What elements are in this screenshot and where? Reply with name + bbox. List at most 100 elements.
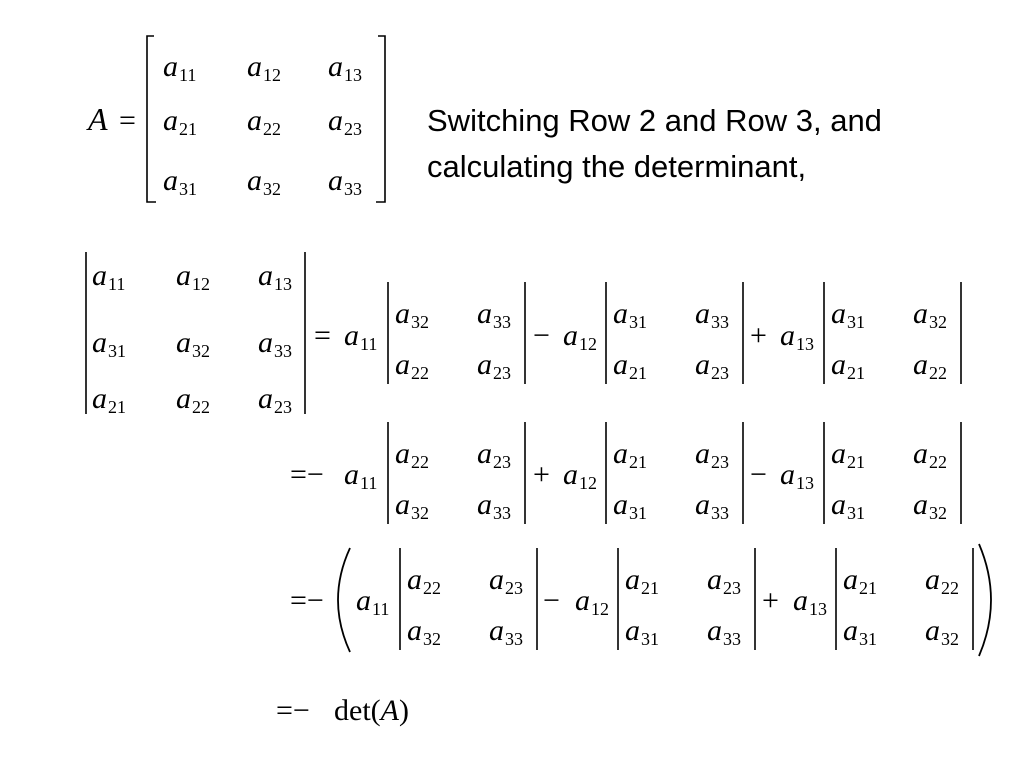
swapped-det-r3c3-var: a (258, 382, 273, 415)
line3-open-paren (337, 547, 351, 653)
swapped-det-r1c2-var: a (176, 259, 191, 292)
matrix-a-name: A (86, 101, 108, 137)
matrix-a-r1c3-sub: 13 (344, 65, 362, 85)
swapped-det-r2c2-sub: 32 (192, 341, 210, 361)
line1-minor1-r1c1-var: a (395, 297, 410, 330)
matrix-a-right-bracket (376, 35, 386, 203)
line3-minor1-r2c1-sub: 32 (423, 629, 441, 649)
line1-minor3-r2c2-var: a (913, 348, 928, 381)
line3-minor2-r2c2-sub: 33 (723, 629, 741, 649)
line2-term2-sign: + (533, 458, 550, 491)
line3-minor3-r2c1-sub: 31 (859, 629, 877, 649)
line2-minor1-r1c2-sub: 23 (493, 452, 511, 472)
line2-minor2-r2c2-sub: 33 (711, 503, 729, 523)
swapped-det-r2c1-sub: 31 (108, 341, 126, 361)
line3-term3-sign: + (762, 584, 779, 617)
line2-term3-sign: − (750, 458, 767, 491)
line2-term3-coef-sub: 13 (796, 473, 814, 493)
matrix-a-r1c2-var: a (247, 50, 262, 83)
line1-term3-coef-var: a (780, 319, 795, 352)
swapped-det-r1c3-sub: 13 (274, 274, 292, 294)
line1-minor1-r1c2-var: a (477, 297, 492, 330)
line2-minor2-r1c1-sub: 21 (629, 452, 647, 472)
matrix-a-r1c3-var: a (328, 50, 343, 83)
line3-minor3-r2c2-var: a (925, 614, 940, 647)
line1-minor3-r1c2-sub: 32 (929, 312, 947, 332)
swapped-det-r3c1-var: a (92, 382, 107, 415)
line1-minor2-r1c1-var: a (613, 297, 628, 330)
line2-term2-coef-sub: 12 (579, 473, 597, 493)
line2-minor1-r1c1-sub: 22 (411, 452, 429, 472)
line2-minor3-r2c2-var: a (913, 488, 928, 521)
line1-minor3-r1c1-sub: 31 (847, 312, 865, 332)
line1-minor3-r2c1-var: a (831, 348, 846, 381)
line1-minor2-r2c2-var: a (695, 348, 710, 381)
line3-close-paren (978, 543, 992, 657)
line3-prefix: =− (290, 584, 324, 617)
line1-minor2-r2c2-sub: 23 (711, 363, 729, 383)
line3-term1-coef-sub: 11 (372, 599, 389, 619)
caption-line-1: Switching Row 2 and Row 3, and (427, 103, 882, 138)
swapped-det-r2c1-var: a (92, 326, 107, 359)
line3-minor3-r1c2-var: a (925, 563, 940, 596)
line1-minor3-r1c1-var: a (831, 297, 846, 330)
matrix-a-r2c2-var: a (247, 104, 262, 137)
line1-minor2-r1c2-var: a (695, 297, 710, 330)
line2-minor3-r1c1-var: a (831, 437, 846, 470)
swapped-det-r2c2-var: a (176, 326, 191, 359)
line1-minor3-r2c1-sub: 21 (847, 363, 865, 383)
swapped-det-r3c1-sub: 21 (108, 397, 126, 417)
line3-term1-coef-var: a (356, 584, 371, 617)
matrix-a-equals: = (119, 104, 136, 137)
line2-minor2-r2c1-sub: 31 (629, 503, 647, 523)
line3-minor2-r2c1-sub: 31 (641, 629, 659, 649)
line2-minor3-r1c2-var: a (913, 437, 928, 470)
line2-minor2-r2c1-var: a (613, 488, 628, 521)
matrix-a-r2c3-var: a (328, 104, 343, 137)
line1-minor2-r1c1-sub: 31 (629, 312, 647, 332)
line2-term3-coef-var: a (780, 458, 795, 491)
line2-minor3-r2c2-sub: 32 (929, 503, 947, 523)
caption-line-2: calculating the determinant, (427, 149, 807, 184)
matrix-a-r2c3-sub: 23 (344, 119, 362, 139)
line1-minor3-r2c2-sub: 22 (929, 363, 947, 383)
line1-term2-coef-sub: 12 (579, 334, 597, 354)
line2-minor1-r2c1-sub: 32 (411, 503, 429, 523)
line3-term2-sign: − (543, 584, 560, 617)
line1-term1-coef-sub: 11 (360, 334, 377, 354)
line3-term2-coef-sub: 12 (591, 599, 609, 619)
line1-minor1-r1c2-sub: 33 (493, 312, 511, 332)
line1-minor1-r2c2-var: a (477, 348, 492, 381)
line2-minor1-r2c2-var: a (477, 488, 492, 521)
matrix-a-left-bracket (146, 35, 156, 203)
line1-minor1-r2c1-var: a (395, 348, 410, 381)
line2-minor1-r1c1-var: a (395, 437, 410, 470)
caption: Switching Row 2 and Row 3, and calculati… (427, 98, 882, 190)
matrix-a-r3c1-sub: 31 (179, 179, 197, 199)
line3-minor2-r2c1-var: a (625, 614, 640, 647)
line2-minor1-r1c2-var: a (477, 437, 492, 470)
line2-minor3-r1c2-sub: 22 (929, 452, 947, 472)
line1-minor2-r2c1-sub: 21 (629, 363, 647, 383)
swapped-det-r1c2-sub: 12 (192, 274, 210, 294)
matrix-a-r1c2-sub: 12 (263, 65, 281, 85)
line3-term3-coef-sub: 13 (809, 599, 827, 619)
line3-term2-coef-var: a (575, 584, 590, 617)
swapped-det-r1c1-sub: 11 (108, 274, 125, 294)
line3-minor3-r2c1-var: a (843, 614, 858, 647)
line3-minor2-r1c1-var: a (625, 563, 640, 596)
line3-minor1-r2c1-var: a (407, 614, 422, 647)
matrix-a-r2c2-sub: 22 (263, 119, 281, 139)
line4-det: det(A) (334, 694, 409, 727)
line1-minor1-r2c1-sub: 22 (411, 363, 429, 383)
line2-minor2-r1c1-var: a (613, 437, 628, 470)
line3-minor2-r1c2-var: a (707, 563, 722, 596)
line2-minor3-r1c1-sub: 21 (847, 452, 865, 472)
line1-minor1-r2c2-sub: 23 (493, 363, 511, 383)
swapped-det-r1c1-var: a (92, 259, 107, 292)
line2-term1-coef-var: a (344, 458, 359, 491)
matrix-a-r3c2-sub: 32 (263, 179, 281, 199)
line3-term3-coef-var: a (793, 584, 808, 617)
line1-term2-sign: − (533, 319, 550, 352)
